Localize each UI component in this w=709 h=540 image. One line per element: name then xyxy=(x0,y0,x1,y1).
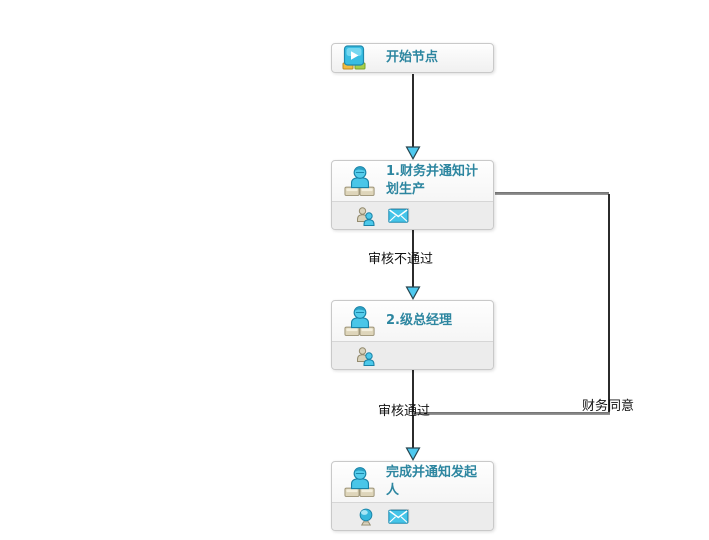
node-task2[interactable]: 2.级总经理 xyxy=(331,300,494,370)
edge-finance-vertical-line xyxy=(608,194,610,413)
node-start[interactable]: 开始节点 xyxy=(331,43,494,73)
edge-finance-top-line xyxy=(495,192,609,195)
node-title: 完成并通知发起人 xyxy=(386,465,478,498)
participants-icon xyxy=(356,206,376,226)
edge-task1-task2-line xyxy=(412,230,414,287)
arrow-down-icon xyxy=(405,286,421,301)
node-title: 2.级总经理 xyxy=(386,313,452,328)
user-icon xyxy=(344,165,376,197)
user-icon xyxy=(344,466,376,498)
node-title: 开始节点 xyxy=(386,50,439,65)
node-header: 完成并通知发起人 xyxy=(332,462,493,502)
edge-label-approve: 审核通过 xyxy=(378,404,431,419)
edge-label-reject: 审核不通过 xyxy=(368,252,434,267)
node-footer xyxy=(332,201,493,229)
edge-task2-end-line xyxy=(412,370,414,448)
start-play-icon xyxy=(340,45,368,71)
user-icon xyxy=(344,305,376,337)
node-header: 2.级总经理 xyxy=(332,301,493,341)
node-header: 1.财务并通知计划生产 xyxy=(332,161,493,201)
edge-label-finance-agree: 财务同意 xyxy=(582,399,635,414)
globe-icon xyxy=(356,508,376,526)
mail-icon xyxy=(388,207,410,224)
arrow-down-icon xyxy=(405,146,421,161)
edge-finance-bottom-line xyxy=(413,412,610,415)
arrow-down-icon xyxy=(405,447,421,462)
edge-start-task1-line xyxy=(412,74,414,147)
node-footer xyxy=(332,502,493,530)
participants-icon xyxy=(356,346,376,366)
node-title: 1.财务并通知计划生产 xyxy=(386,164,478,197)
node-footer xyxy=(332,341,493,369)
mail-icon xyxy=(388,508,410,525)
node-end[interactable]: 完成并通知发起人 xyxy=(331,461,494,531)
node-task1[interactable]: 1.财务并通知计划生产 xyxy=(331,160,494,230)
